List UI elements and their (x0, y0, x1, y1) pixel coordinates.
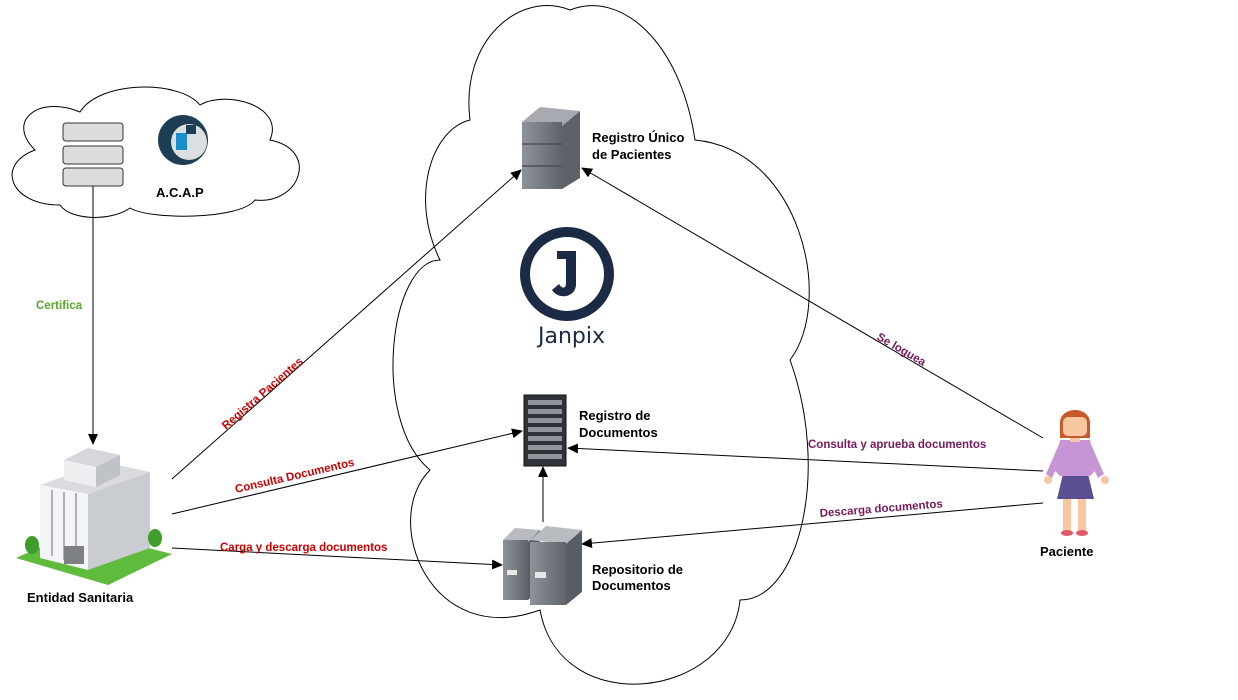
acap-label: A.C.A.P (156, 185, 204, 200)
label-carga-descarga: Carga y descarga documentos (220, 542, 387, 554)
server-tower-icon (522, 107, 580, 189)
label-registra-pacientes: Registra Pacientes (220, 356, 306, 433)
edge-descarga-documentos (581, 502, 1044, 549)
acap-logo-icon (158, 115, 208, 165)
registro-unico-label-1: Registro Único (592, 130, 685, 145)
label-certifica: Certifica (36, 300, 83, 312)
registro-docs-label-1: Registro de (579, 408, 651, 423)
edge-se-loguea (581, 167, 1044, 439)
registro-docs-label-2: Documentos (579, 425, 658, 440)
registro-unico-label-2: de Pacientes (592, 147, 672, 162)
server-stack-icon (62, 122, 124, 187)
janpix-logo-icon (520, 227, 614, 321)
building-icon (16, 448, 172, 585)
janpix-cloud (392, 5, 810, 685)
janpix-label: Janpix (536, 324, 605, 349)
twin-server-icon (503, 526, 582, 605)
edge-carga-descarga (171, 547, 503, 570)
edge-consulta-aprueba (567, 443, 1044, 472)
label-descarga-documentos: Descarga documentos (819, 498, 943, 520)
repositorio-label-2: Documentos (592, 578, 671, 593)
edge-consulta-documentos (171, 428, 523, 515)
label-consulta-aprueba: Consulta y aprueba documentos (808, 439, 986, 451)
label-se-loguea: Se loguea (875, 331, 929, 369)
label-consulta-documentos: Consulta Documentos (234, 457, 356, 496)
paciente-label: Paciente (1040, 544, 1093, 559)
repositorio-label-1: Repositorio de (592, 562, 683, 577)
rack-server-icon (523, 394, 567, 467)
edge-registra-pacientes (171, 169, 522, 480)
person-icon (1044, 410, 1109, 536)
entidad-label: Entidad Sanitaria (27, 590, 134, 605)
